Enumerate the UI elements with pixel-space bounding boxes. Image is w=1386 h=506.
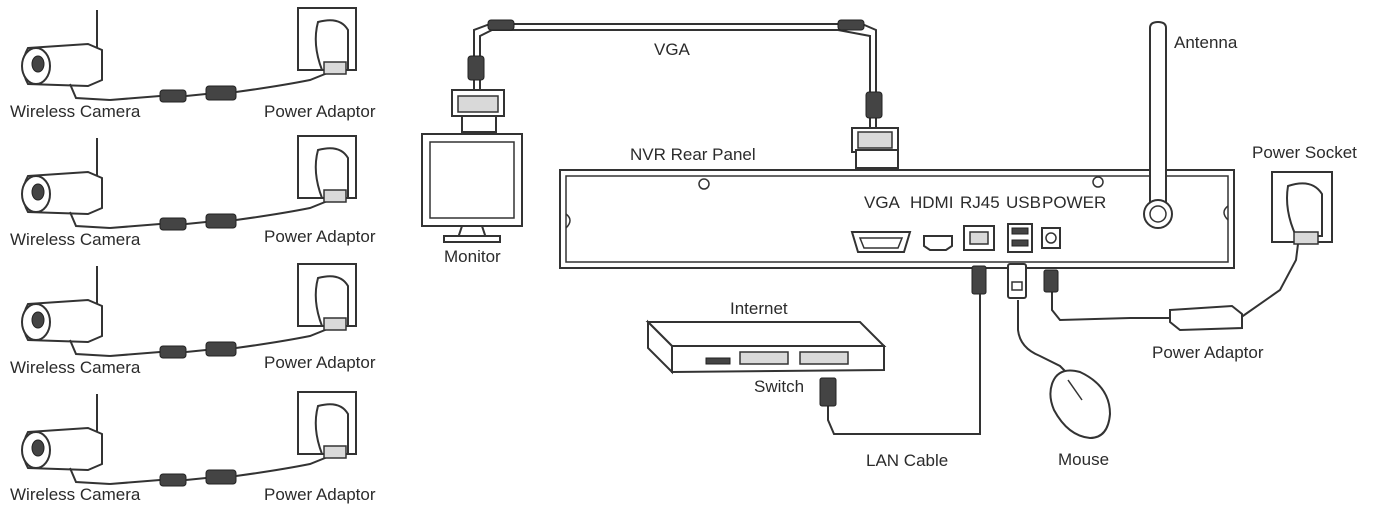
internet-label: Internet <box>730 299 788 318</box>
camera-row-2: Wireless Camera Power Adaptor <box>10 135 376 249</box>
power-socket-label: Power Socket <box>1252 143 1357 162</box>
cable-connector-icon <box>109 199 331 231</box>
cable-connector-icon <box>109 327 331 359</box>
power-socket-icon <box>1271 171 1333 245</box>
vga-port-icon <box>850 231 912 253</box>
camera-row-1: Wireless Camera Power Adaptor <box>10 7 376 121</box>
port-label-power: POWER <box>1042 193 1106 212</box>
wireless-camera-label: Wireless Camera <box>10 230 141 249</box>
switch-label: Switch <box>754 377 804 396</box>
cable-connector-icon <box>109 455 331 487</box>
power-port-icon <box>1041 227 1061 249</box>
power-adaptor-icon <box>297 391 357 459</box>
lan-cable <box>819 265 987 435</box>
mouse-label: Mouse <box>1058 450 1109 469</box>
port-label-vga: VGA <box>864 193 901 212</box>
port-label-usb: USB <box>1006 193 1041 212</box>
power-adaptor-label: Power Adaptor <box>264 353 376 372</box>
vga-plug-nvr-icon <box>851 127 899 169</box>
rj45-port-icon <box>963 225 995 251</box>
wireless-camera-label: Wireless Camera <box>10 102 141 121</box>
network-switch-icon <box>645 319 887 375</box>
antenna-icon <box>1143 20 1173 229</box>
power-adaptor-icon <box>297 135 357 203</box>
wireless-camera-label: Wireless Camera <box>10 485 141 504</box>
wireless-camera-icon <box>21 10 111 101</box>
wireless-camera-icon <box>21 394 111 485</box>
port-label-rj45: RJ45 <box>960 193 1000 212</box>
wireless-camera-label: Wireless Camera <box>10 358 141 377</box>
nvr-rear-panel <box>559 169 1235 269</box>
power-adaptor-label: Power Adaptor <box>264 102 376 121</box>
vga-plug-monitor-icon <box>451 89 505 133</box>
power-adaptor-label: Power Adaptor <box>264 227 376 246</box>
power-adaptor-icon <box>297 7 357 75</box>
power-adaptor-label: Power Adaptor <box>264 485 376 504</box>
usb-port-icon <box>1007 223 1033 253</box>
nvr-rear-panel-label: NVR Rear Panel <box>630 145 756 164</box>
port-labels: VGA HDMI RJ45 USB POWER <box>864 193 1106 212</box>
nvr-power-adaptor-icon <box>1043 243 1299 332</box>
camera-row-4: Wireless Camera Power Adaptor <box>10 391 376 504</box>
antenna-label: Antenna <box>1174 33 1238 52</box>
vga-cable <box>467 19 883 136</box>
mouse-icon <box>1049 369 1112 440</box>
lan-cable-label: LAN Cable <box>866 451 948 470</box>
camera-row-3: Wireless Camera Power Adaptor <box>10 263 376 377</box>
wireless-camera-icon <box>21 266 111 357</box>
monitor-label: Monitor <box>444 247 501 266</box>
cable-connector-icon <box>109 71 331 103</box>
monitor-icon <box>421 133 523 243</box>
power-adaptor-icon <box>297 263 357 331</box>
hdmi-port-icon <box>923 235 953 251</box>
vga-cable-label: VGA <box>654 40 691 59</box>
wireless-camera-icon <box>21 138 111 229</box>
mouse-cable <box>1007 263 1071 377</box>
port-label-hdmi: HDMI <box>910 193 953 212</box>
power-adaptor-label: Power Adaptor <box>1152 343 1264 362</box>
